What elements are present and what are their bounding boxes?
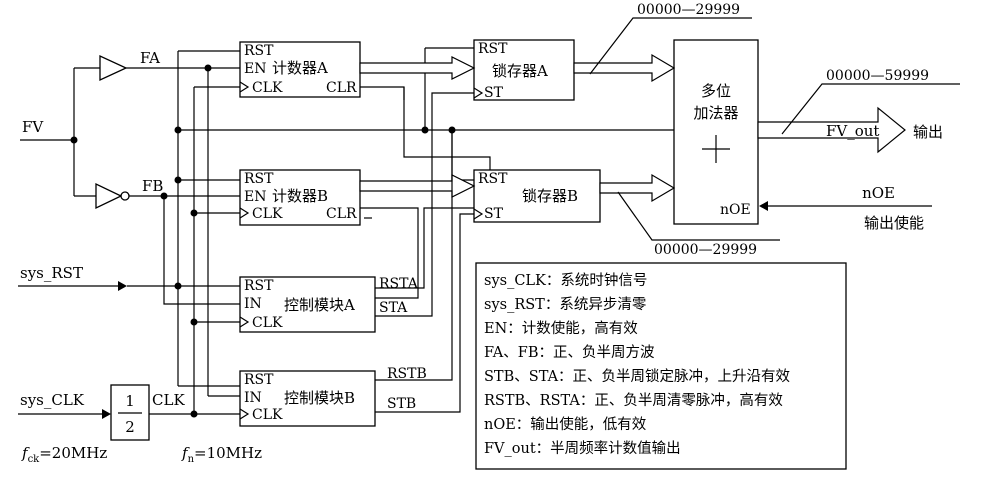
bus-latch-a-to-adder	[573, 53, 676, 83]
bus-counter-b-to-latch-b	[359, 174, 476, 198]
counter-a-block: RST EN CLK CLR 计数器A	[239, 41, 361, 98]
range-out-label: 00000—59999	[826, 68, 929, 84]
svg-text:CLR: CLR	[326, 206, 357, 222]
clk-net: CLK	[149, 86, 240, 418]
fb-label: FB	[142, 177, 163, 195]
latch-a-block: RST 锁存器A ST	[473, 39, 575, 101]
noe-input: nOE 输出使能	[759, 184, 932, 232]
rstb-label: RSTB	[387, 366, 427, 382]
svg-text:RST: RST	[244, 278, 274, 294]
legend-item: EN：计数使能，高有效	[484, 320, 638, 337]
control-b-title: 控制模块B	[284, 389, 355, 407]
divider-block: 1 2	[110, 384, 150, 441]
range-b-label: 00000—29999	[654, 242, 757, 258]
legend-item: FA、FB：正、负半周方波	[484, 344, 655, 361]
inverter-gate: FB	[74, 177, 240, 210]
legend-item: RSTB、RSTA：正、负半周清零脉冲，高有效	[484, 392, 783, 409]
svg-text:CLK: CLK	[252, 206, 283, 222]
svg-text:RST: RST	[244, 171, 274, 187]
svg-text:RST: RST	[244, 43, 274, 59]
fck-note: fck=20MHz	[21, 444, 107, 465]
svg-text:EN: EN	[244, 189, 266, 205]
fa-fb-feed	[160, 64, 240, 397]
counter-b-title: 计数器B	[272, 187, 328, 205]
adder-noe-pin: nOE	[720, 202, 751, 218]
latch-b-block: RST 锁存器B ST	[473, 169, 601, 223]
legend-item: sys_CLK：系统时钟信号	[484, 272, 647, 289]
svg-text:CLK: CLK	[252, 80, 283, 96]
svg-text:IN: IN	[244, 296, 262, 312]
sta-label: STA	[379, 300, 408, 316]
stb-label: STB	[387, 396, 416, 412]
output-label: 输出	[913, 123, 943, 141]
svg-text:ST: ST	[484, 85, 504, 101]
control-a-title: 控制模块A	[284, 296, 355, 314]
svg-text:RST: RST	[244, 372, 274, 388]
svg-text:RST: RST	[478, 171, 508, 187]
sys-clk-line: sys_CLK	[18, 391, 111, 419]
fn-note: fn=10MHz	[181, 444, 262, 465]
fv-input: FV	[20, 68, 78, 196]
range-a-label: 00000—29999	[637, 2, 740, 18]
svg-text:IN: IN	[244, 390, 262, 406]
counter-b-block: RST EN CLK CLR 计数器B	[239, 169, 361, 226]
control-b-block: RST IN CLK 控制模块B RSTB STB	[239, 366, 427, 427]
svg-text:RST: RST	[478, 41, 508, 57]
control-wiring	[360, 86, 491, 413]
sys-rst-line: sys_RST	[18, 47, 674, 387]
svg-text:ST: ST	[484, 206, 504, 222]
noe-label: nOE	[862, 184, 895, 202]
legend-box: sys_CLK：系统时钟信号 sys_RST：系统异步清零 EN：计数使能，高有…	[475, 262, 847, 470]
adder-block: 多位 加法器 nOE	[673, 39, 759, 225]
output-enable-label: 输出使能	[864, 214, 924, 232]
control-a-block: RST IN CLK 控制模块A RSTA STA	[239, 276, 419, 333]
legend-item: sys_RST：系统异步清零	[484, 296, 647, 313]
bus-adder-output: 输出 FV_out	[757, 106, 943, 154]
svg-text:EN: EN	[244, 61, 266, 77]
divider-numerator: 1	[125, 392, 135, 410]
rsta-label: RSTA	[379, 276, 419, 292]
counter-a-title: 计数器A	[272, 59, 328, 77]
legend-item: FV_out：半周频率计数值输出	[484, 440, 681, 457]
fa-label: FA	[140, 49, 160, 67]
bus-latch-b-to-adder	[599, 173, 676, 203]
range-b-note: 00000—29999	[617, 191, 780, 258]
latch-b-title: 锁存器B	[522, 187, 578, 205]
legend-item: STB、STA：正、负半周锁定脉冲，上升沿有效	[484, 368, 791, 385]
frequency-notes: fck=20MHz fn=10MHz	[21, 444, 262, 465]
buffer-gate: FA	[74, 49, 240, 82]
range-out-note: 00000—59999	[781, 68, 960, 135]
svg-text:CLK: CLK	[252, 407, 283, 423]
latch-a-title: 锁存器A	[492, 62, 548, 80]
adder-title-1: 多位	[701, 82, 731, 100]
svg-text:CLK: CLK	[252, 315, 283, 331]
sys-rst-label: sys_RST	[20, 264, 83, 282]
fv-label: FV	[22, 118, 44, 136]
sys-clk-label: sys_CLK	[20, 391, 85, 409]
divider-denominator: 2	[125, 418, 135, 436]
bus-counter-a-to-latch-a	[359, 56, 476, 80]
fv-out-label: FV_out	[826, 122, 879, 140]
legend-item: nOE：输出使能，低有效	[484, 416, 647, 433]
svg-text:CLR: CLR	[326, 80, 357, 96]
clk-label: CLK	[152, 391, 185, 409]
adder-title-2: 加法器	[693, 104, 738, 122]
range-a-note: 00000—29999	[589, 2, 752, 75]
